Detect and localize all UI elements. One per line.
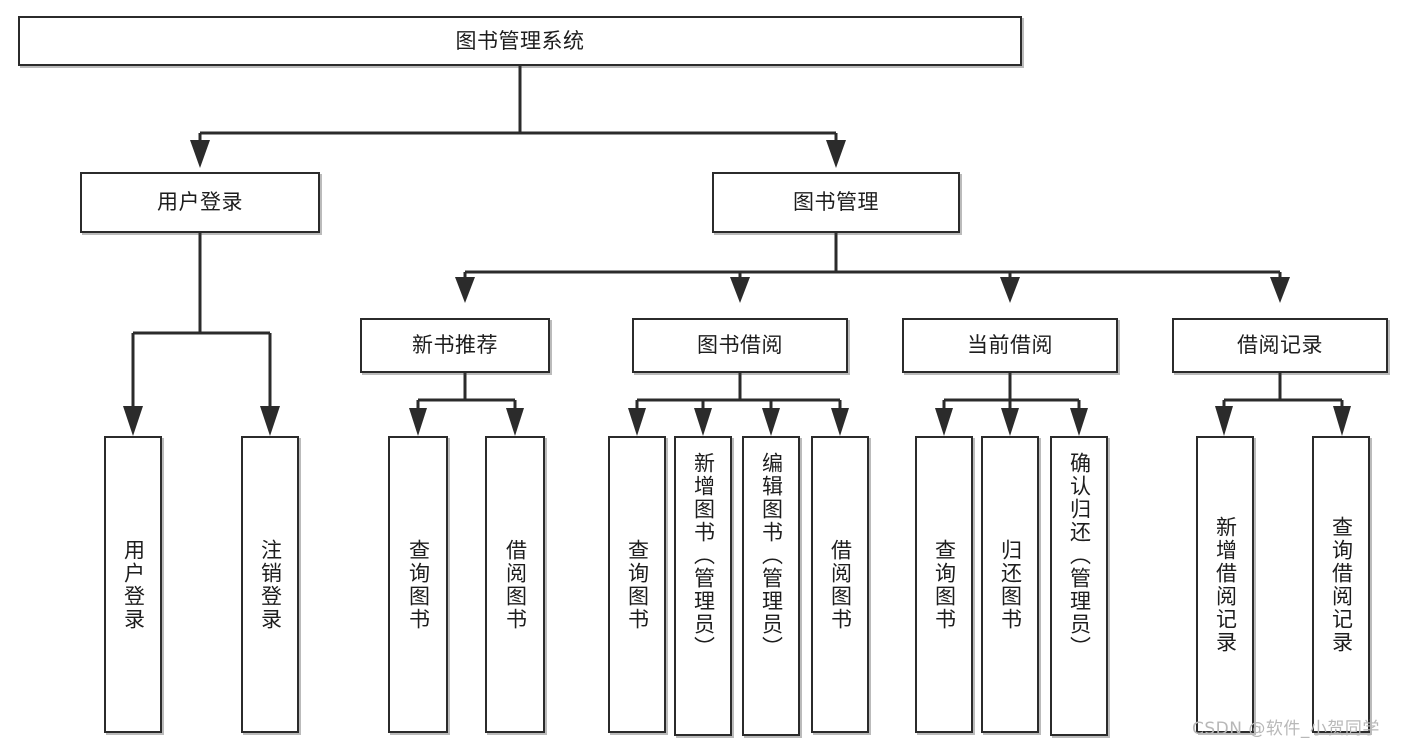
- leaf-borrow-edit[interactable]: 编辑图书（管理员）: [742, 436, 800, 736]
- node-user-login-label: 用户登录: [157, 190, 243, 215]
- arrow-borrow-leaf4: [831, 408, 849, 436]
- arrow-bookmgmt-c4: [1270, 277, 1290, 303]
- arrow-root-to-user-login: [190, 140, 210, 168]
- arrow-newbook-leaf1: [409, 408, 427, 436]
- leaf-current-query[interactable]: 查询图书: [915, 436, 973, 733]
- node-borrow-record-label: 借阅记录: [1237, 333, 1323, 358]
- leaf-borrow-lend[interactable]: 借阅图书: [811, 436, 869, 733]
- leaf-borrow-add[interactable]: 新增图书（管理员）: [674, 436, 732, 736]
- csdn-watermark: CSDN @软件_小贺同学: [1192, 719, 1380, 739]
- leaf-borrow-query[interactable]: 查询图书: [608, 436, 666, 733]
- arrow-record-leaf1: [1215, 406, 1233, 436]
- leaf-newbook-query[interactable]: 查询图书: [388, 436, 448, 733]
- arrow-borrow-leaf1: [628, 408, 646, 436]
- arrow-borrow-leaf3: [762, 408, 780, 436]
- node-user-login[interactable]: 用户登录: [80, 172, 320, 233]
- leaf-record-query[interactable]: 查询借阅记录: [1312, 436, 1370, 733]
- leaf-borrow-add-label: 新增图书（管理员）: [691, 452, 716, 659]
- node-new-book-recommend[interactable]: 新书推荐: [360, 318, 550, 373]
- leaf-current-confirm-return-label: 确认归还（管理员）: [1067, 452, 1092, 659]
- node-new-book-recommend-label: 新书推荐: [412, 333, 498, 358]
- node-root[interactable]: 图书管理系统: [18, 16, 1022, 66]
- node-book-borrow-label: 图书借阅: [697, 333, 783, 358]
- arrow-newbook-leaf2: [506, 408, 524, 436]
- arrow-userlogin-leaf1: [123, 406, 143, 436]
- arrow-bookmgmt-c3: [1000, 277, 1020, 303]
- leaf-borrow-edit-label: 编辑图书（管理员）: [759, 452, 784, 659]
- leaf-user-login-logout-label: 注销登录: [258, 538, 283, 631]
- arrow-current-leaf3: [1070, 408, 1088, 436]
- node-current-borrow-label: 当前借阅: [967, 333, 1053, 358]
- leaf-current-return-label: 归还图书: [998, 538, 1023, 631]
- leaf-current-confirm-return[interactable]: 确认归还（管理员）: [1050, 436, 1108, 736]
- arrow-bookmgmt-c1: [455, 277, 475, 303]
- node-root-label: 图书管理系统: [455, 28, 585, 53]
- leaf-current-query-label: 查询图书: [932, 538, 957, 631]
- leaf-borrow-lend-label: 借阅图书: [828, 538, 853, 631]
- leaf-record-query-label: 查询借阅记录: [1329, 515, 1354, 654]
- leaf-user-login-login-label: 用户登录: [121, 538, 146, 631]
- arrow-current-leaf1: [935, 408, 953, 436]
- node-borrow-record[interactable]: 借阅记录: [1172, 318, 1388, 373]
- node-book-management-label: 图书管理: [793, 190, 879, 215]
- leaf-current-return[interactable]: 归还图书: [981, 436, 1039, 733]
- arrow-userlogin-leaf2: [260, 406, 280, 436]
- arrow-record-leaf2: [1333, 406, 1351, 436]
- leaf-user-login-login[interactable]: 用户登录: [104, 436, 162, 733]
- node-book-management[interactable]: 图书管理: [712, 172, 960, 233]
- node-book-borrow[interactable]: 图书借阅: [632, 318, 848, 373]
- arrow-current-leaf2: [1001, 408, 1019, 436]
- leaf-user-login-logout[interactable]: 注销登录: [241, 436, 299, 733]
- leaf-record-add-label: 新增借阅记录: [1213, 515, 1238, 654]
- leaf-record-add[interactable]: 新增借阅记录: [1196, 436, 1254, 733]
- leaf-newbook-query-label: 查询图书: [406, 538, 431, 631]
- arrow-borrow-leaf2: [694, 408, 712, 436]
- arrow-bookmgmt-c2: [730, 277, 750, 303]
- leaf-newbook-borrow[interactable]: 借阅图书: [485, 436, 545, 733]
- arrow-root-to-book-mgmt: [826, 140, 846, 168]
- leaf-newbook-borrow-label: 借阅图书: [503, 538, 528, 631]
- node-current-borrow[interactable]: 当前借阅: [902, 318, 1118, 373]
- leaf-borrow-query-label: 查询图书: [625, 538, 650, 631]
